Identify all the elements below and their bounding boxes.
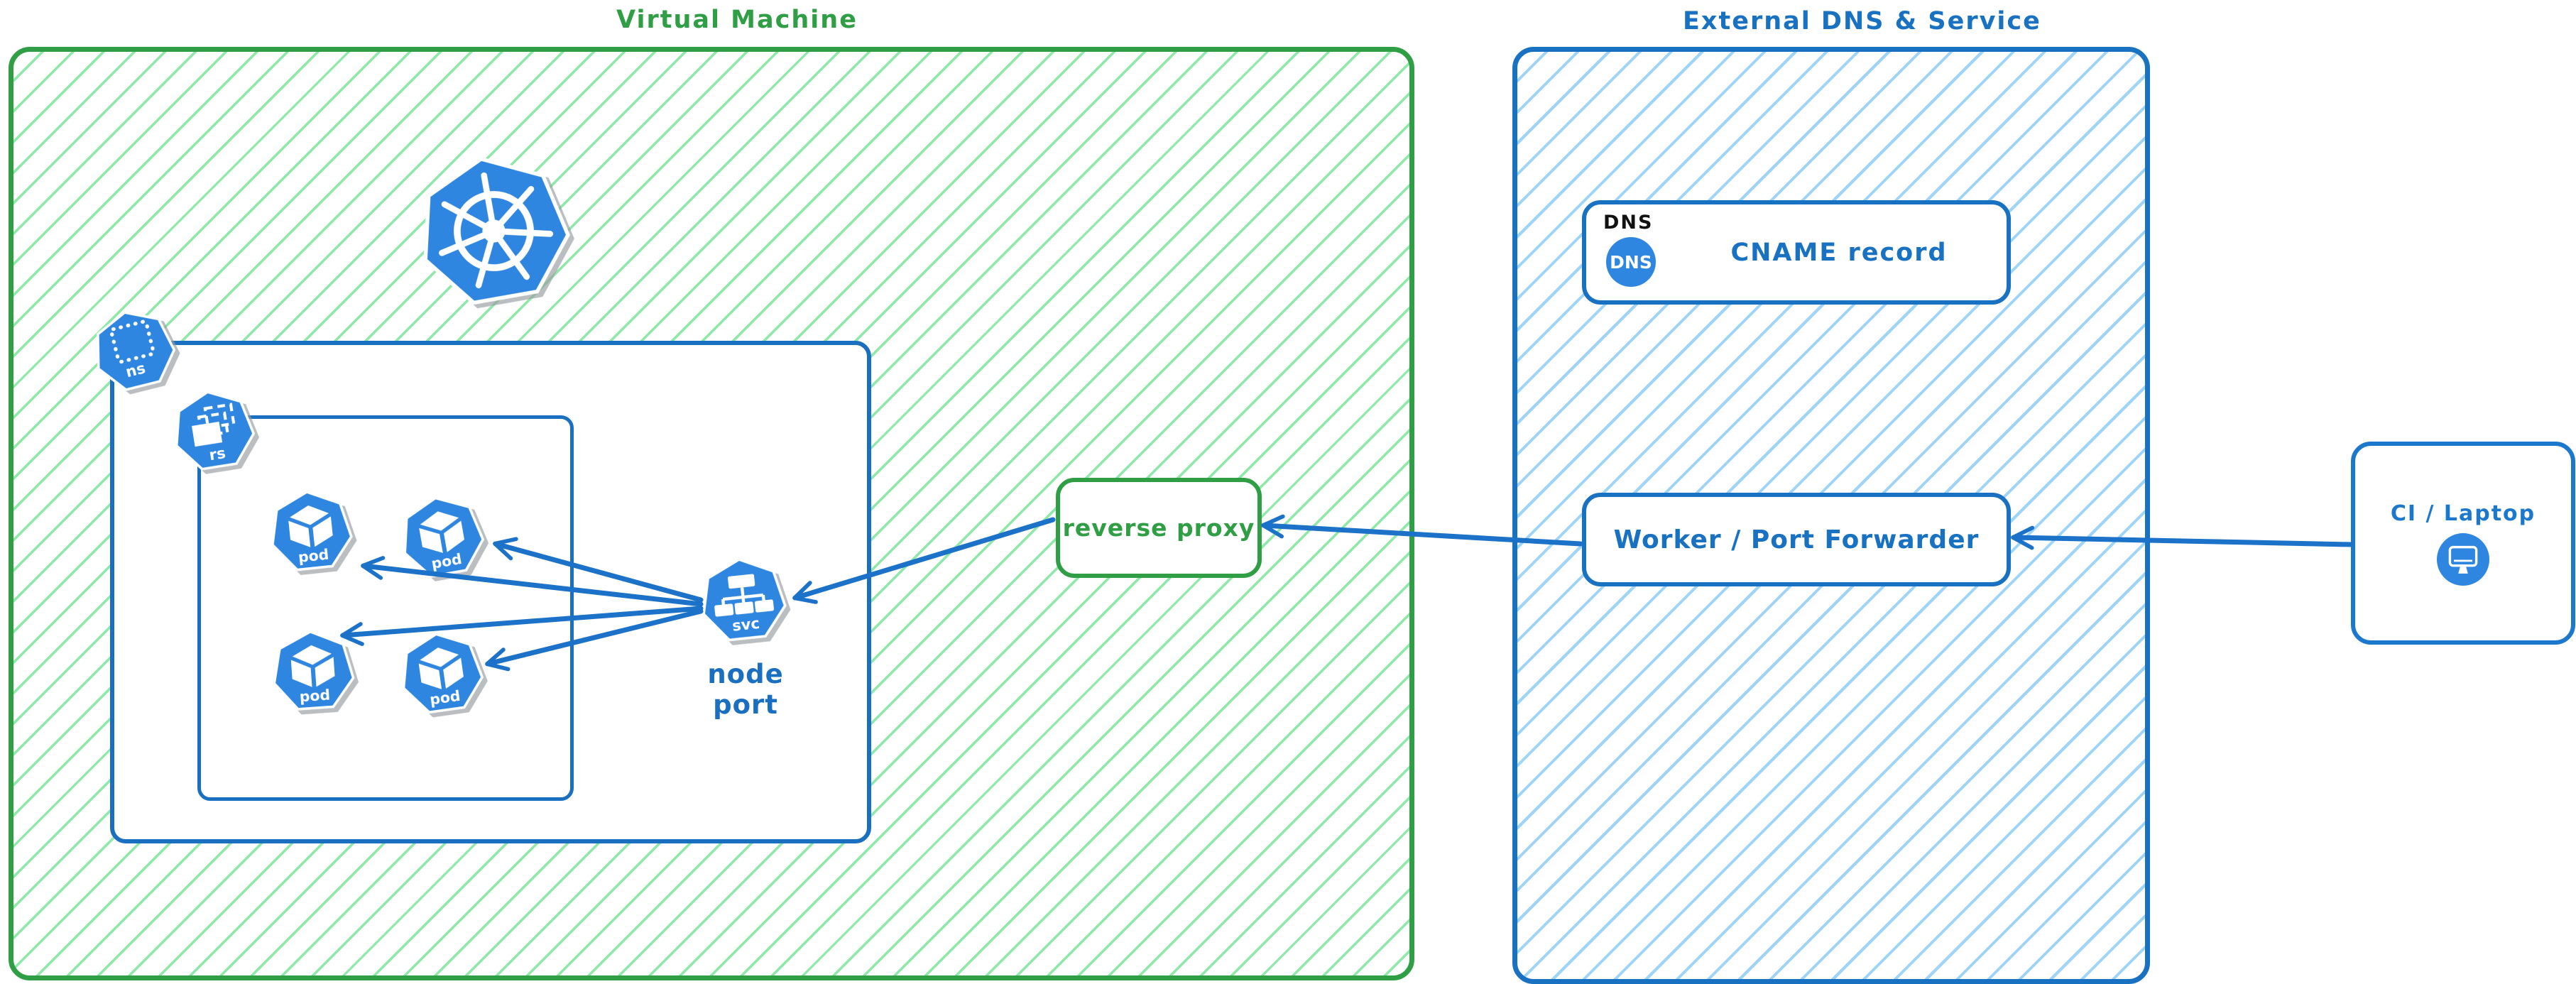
external-dns-service-title: External DNS & Service	[1683, 7, 2041, 35]
dns-icon-text: DNS	[1610, 251, 1652, 273]
pod-icon: pod	[268, 626, 359, 717]
service-badge: svc	[731, 614, 760, 635]
replicaset-icon: rs	[165, 383, 261, 479]
pod-icon: pod	[264, 485, 358, 579]
dns-icon: DNS	[1606, 237, 1656, 287]
cname-record-label: CNAME record	[1730, 238, 1948, 267]
replicaset-badge: rs	[208, 444, 227, 464]
pod-badge: pod	[429, 687, 462, 709]
replicaset-box	[197, 415, 574, 801]
ci-laptop-label: CI / Laptop	[2390, 501, 2536, 526]
reverse-proxy-label: reverse proxy	[1062, 514, 1255, 542]
namespace-icon: ns	[83, 300, 185, 401]
node-port-label: node port	[707, 659, 784, 720]
dns-cname-box: DNS DNS CNAME record	[1582, 200, 2011, 305]
worker-port-forwarder-box: Worker / Port Forwarder	[1582, 493, 2011, 586]
pod-badge: pod	[299, 686, 331, 705]
service-icon: svc	[695, 552, 792, 649]
kubernetes-logo-icon	[405, 143, 582, 319]
reverse-proxy-box: reverse proxy	[1056, 478, 1262, 578]
monitor-icon	[2437, 532, 2489, 586]
pod-icon: pod	[393, 625, 490, 722]
virtual-machine-title: Virtual Machine	[616, 6, 858, 34]
worker-port-forwarder-label: Worker / Port Forwarder	[1613, 525, 1980, 554]
dns-tag: DNS	[1603, 212, 1654, 234]
pod-badge: pod	[298, 545, 329, 565]
ci-laptop-box: CI / Laptop	[2351, 442, 2575, 645]
pod-icon: pod	[393, 488, 491, 586]
